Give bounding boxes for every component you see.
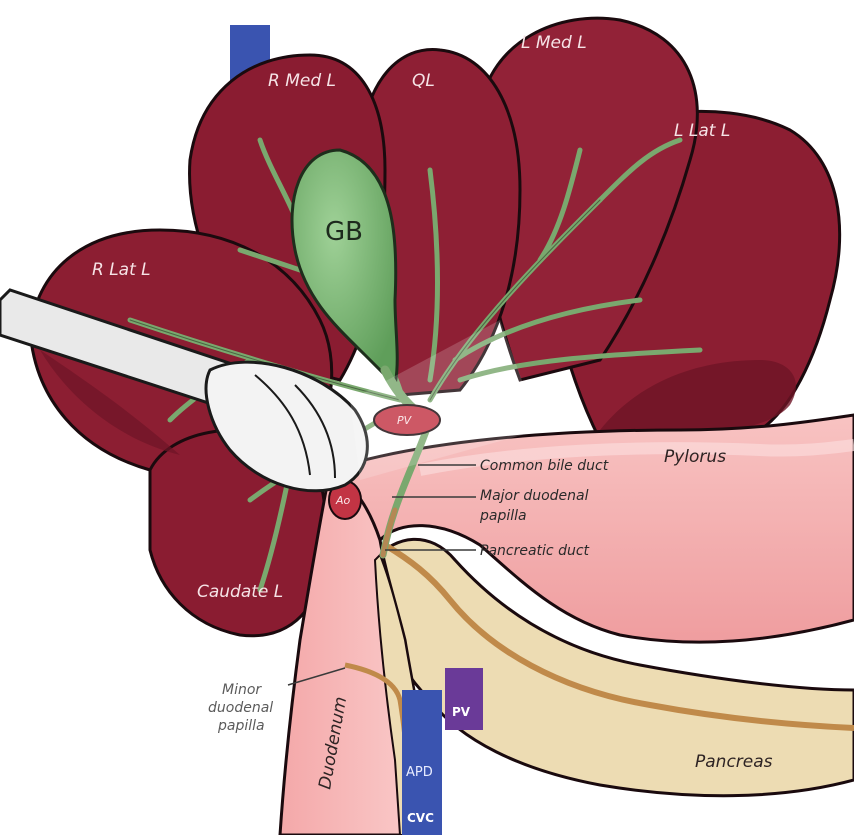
label-common-bile-duct: Common bile duct [480,458,609,474]
label-cvc: CVC [407,811,434,825]
label-caudate-l: Caudate L [197,582,283,602]
label-pancreatic-duct: Pancreatic duct [480,543,590,559]
label-r-lat-l: R Lat L [92,260,151,280]
label-ao: Ao [335,494,351,507]
label-major-papilla-1: Major duodenal [480,488,589,504]
label-minor-papilla-3: papilla [217,718,265,734]
label-minor-papilla-2: duodenal [208,700,273,716]
label-gb: GB [325,217,363,247]
label-pv-oval: PV [397,414,413,427]
label-l-lat-l: L Lat L [674,121,730,141]
pv-bar [445,668,483,730]
label-pv-bar: PV [452,705,471,719]
label-minor-papilla-1: Minor [222,682,262,698]
label-major-papilla-2: papilla [479,508,527,524]
label-ql: QL [412,71,435,91]
label-r-med-l: R Med L [268,71,336,91]
label-pylorus: Pylorus [664,447,726,467]
label-apd: APD [406,765,433,780]
label-l-med-l: L Med L [521,33,587,53]
label-pancreas: Pancreas [695,752,773,772]
